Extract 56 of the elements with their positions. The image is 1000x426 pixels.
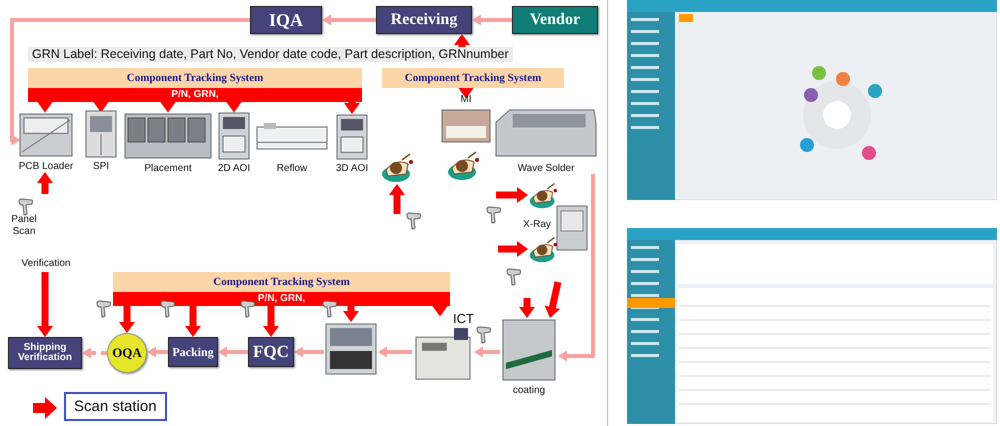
station-label: X-Ray [522, 219, 552, 230]
scan-arrow [432, 306, 448, 316]
process-box: IQA [250, 6, 322, 34]
machine-caption: MI [460, 94, 472, 105]
scan-arrow [37, 102, 53, 112]
scan-arrow [160, 102, 176, 112]
scan-arrow [185, 306, 201, 337]
scan-arrow [119, 306, 135, 333]
scan-arrow [458, 88, 474, 98]
scan-arrow [343, 306, 359, 322]
machine-caption: Wave Solder [518, 163, 574, 174]
system-banner: Component Tracking System [113, 272, 450, 292]
process-box: Packing [168, 337, 218, 367]
flow-arrow [218, 346, 248, 358]
flow-arrow [82, 348, 107, 358]
process-box: Vendor [512, 6, 598, 34]
flow-arrow [474, 346, 500, 358]
machine-caption: SPI [92, 161, 110, 172]
data-bar: P/N, GRN, [113, 292, 450, 306]
process-circle: OQA [107, 333, 147, 373]
scan-arrow [544, 281, 562, 318]
machine-caption: Reflow [276, 163, 308, 174]
system-banner: Component Tracking System [382, 68, 564, 88]
legend-label: Scan station [64, 392, 167, 421]
machine-caption: coating [512, 385, 546, 396]
flow-arrow [147, 346, 168, 358]
process-box: FQC [248, 337, 294, 367]
flow-arrow [322, 14, 376, 26]
flow-arrow [10, 18, 250, 146]
system-banner: Component Tracking System [28, 68, 362, 88]
scan-arrow [389, 184, 405, 214]
process-box: Receiving [376, 6, 472, 34]
machine-caption: ICT [453, 312, 474, 326]
scan-arrow [93, 102, 109, 112]
note-label: GRN Label: Receiving date, Part No, Vendor date code, Part description, GRNnumber [28, 47, 513, 62]
scan-arrow [498, 241, 528, 257]
flow-arrow [558, 174, 595, 362]
scan-arrow [496, 187, 528, 203]
scan-arrow [37, 272, 53, 337]
flow-arrow [378, 346, 412, 358]
scan-arrow [344, 102, 360, 114]
scan-arrow [454, 34, 470, 47]
machine-caption: PCB Loader [18, 161, 74, 172]
machine-caption: 3D AOI [336, 163, 368, 174]
flow-arrow [472, 14, 512, 26]
station-label: Panel Scan [10, 214, 38, 237]
scan-arrow [519, 298, 535, 318]
scan-arrow [226, 102, 242, 112]
flow-arrow [294, 346, 324, 358]
machine-caption: Placement [144, 163, 192, 174]
station-label: Verification [14, 258, 78, 270]
machine-caption: 2D AOI [218, 163, 250, 174]
process-box: Shipping Verification [8, 337, 82, 369]
scan-arrow [263, 306, 279, 337]
data-bar: P/N, GRN, [28, 88, 362, 102]
scan-arrow [37, 172, 53, 194]
